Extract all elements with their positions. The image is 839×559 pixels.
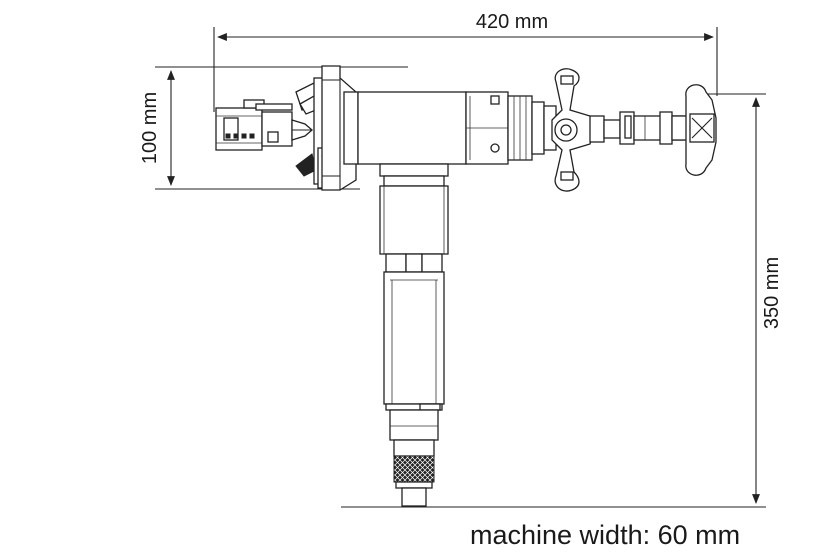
cutting-head: [295, 65, 359, 191]
overall-height-dimension: 350 mm: [341, 93, 783, 508]
machine: [215, 65, 717, 507]
motor-column: [379, 163, 449, 507]
length-label: 420 mm: [476, 11, 548, 33]
tool-holder: [215, 99, 313, 151]
star-handle[interactable]: [551, 68, 595, 192]
gearbox-housing: [357, 91, 557, 165]
overall-height-label: 350 mm: [761, 257, 783, 329]
end-handwheel[interactable]: [685, 84, 717, 176]
knurled-grip: [393, 455, 435, 483]
feed-spindle: [589, 111, 689, 145]
head-height-label: 100 mm: [139, 92, 161, 164]
machine-width-caption: machine width: 60 mm: [470, 520, 741, 550]
length-dimension: 420 mm: [213, 11, 718, 112]
